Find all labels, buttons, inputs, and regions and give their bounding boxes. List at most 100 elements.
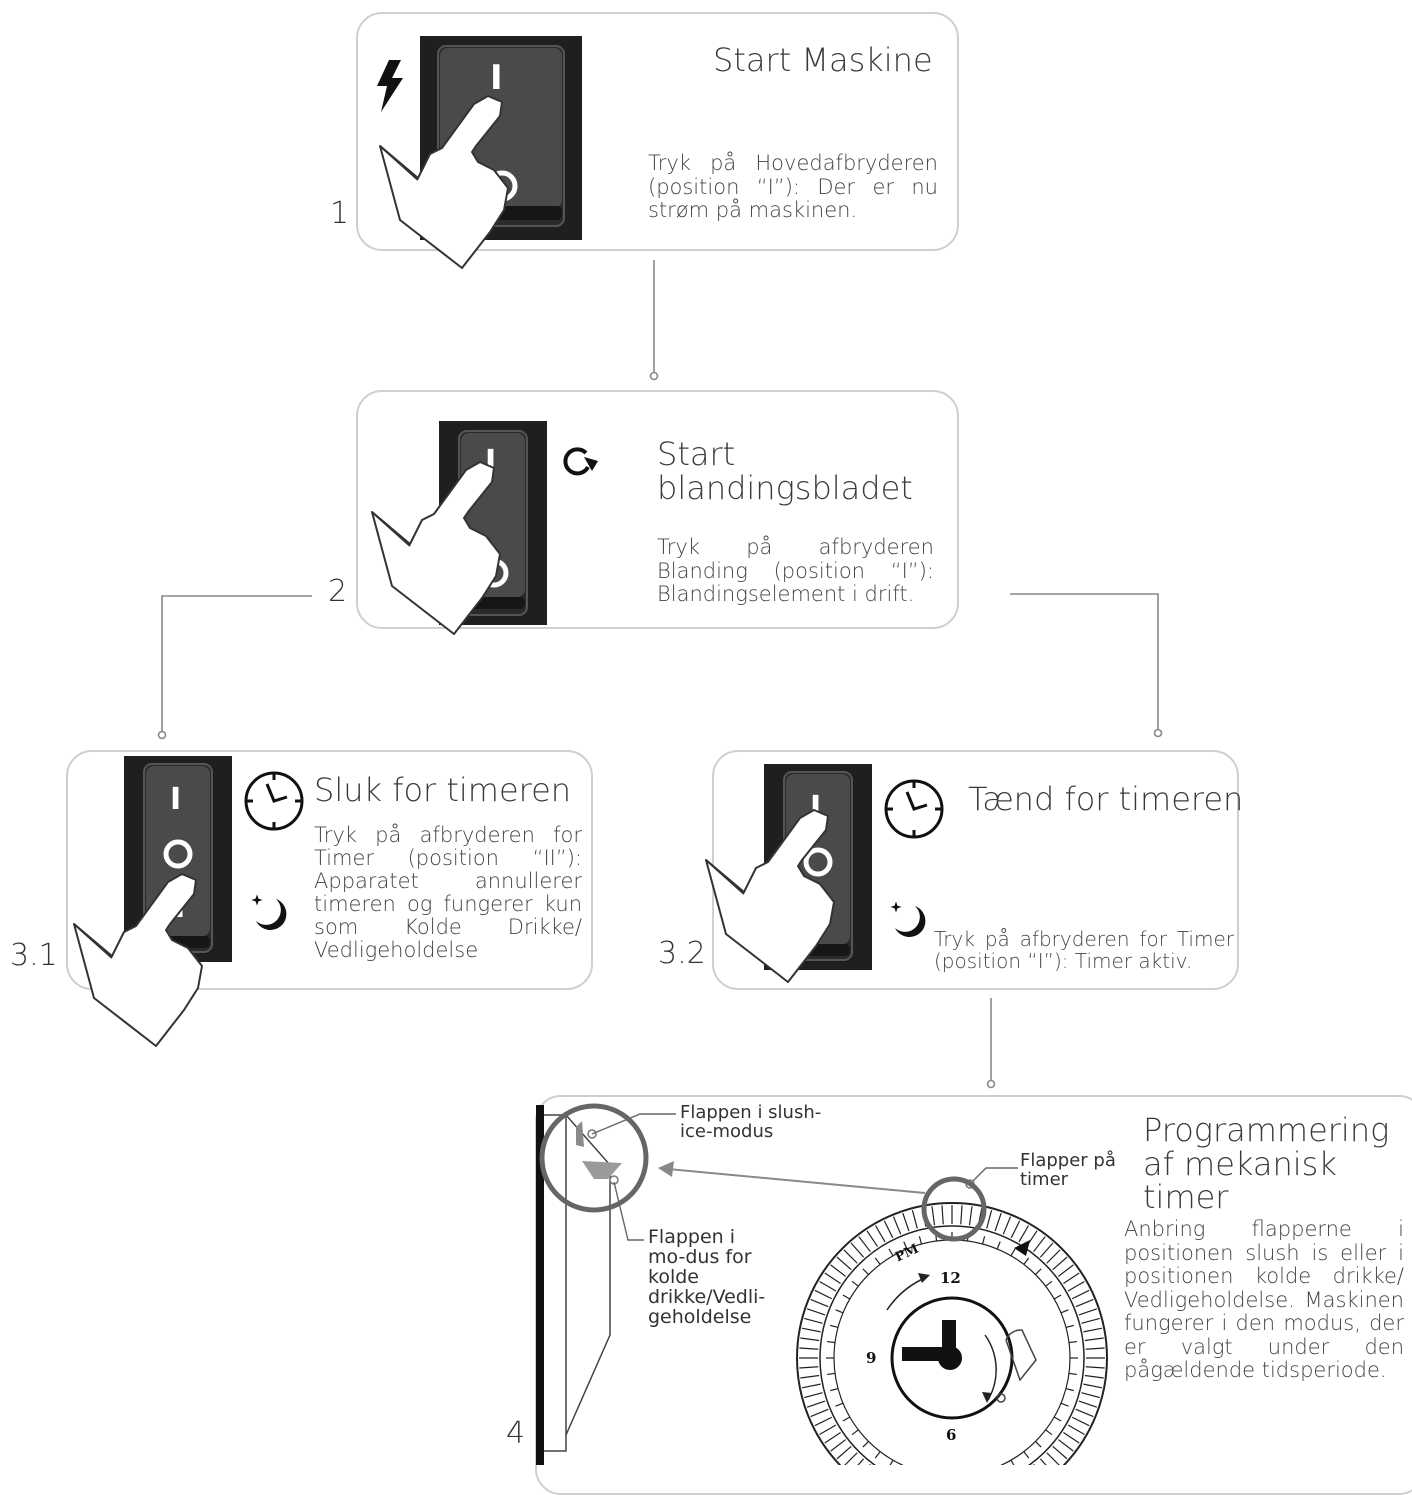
switch-3-1-on-symbol: I [170, 782, 182, 817]
dial-tooth [1019, 1474, 1029, 1490]
clock-icon-3-2 [884, 779, 944, 839]
dial-tick [1060, 1402, 1069, 1407]
dial-tooth [836, 1445, 852, 1460]
dial-tooth [843, 1249, 858, 1264]
dial-tick [983, 1472, 985, 1480]
callout-flap-slush: Flappen i slush-ice-modus [680, 1102, 822, 1142]
dial-tick [851, 1429, 859, 1436]
dial-tooth [960, 1205, 963, 1225]
dial-tick [1045, 1280, 1053, 1287]
dial-tick [830, 1324, 839, 1329]
timer-side-view [536, 1103, 649, 1465]
dial-tooth [1085, 1366, 1105, 1369]
step-3-1-title: Sluk for timeren [314, 771, 572, 809]
dial-tick [1053, 1416, 1062, 1422]
step-1-title: Start Maskine [713, 41, 933, 79]
dial-tooth [1071, 1416, 1090, 1427]
dial-tick [997, 1467, 1000, 1474]
dial-number-12: 12 [940, 1269, 961, 1287]
dial-tooth [801, 1383, 821, 1389]
dial-tick [874, 1451, 881, 1459]
dial-tooth [1033, 1463, 1035, 1465]
dial-tick [904, 1467, 907, 1474]
switch-3-2-off-symbol [803, 847, 833, 877]
dial-tick [888, 1248, 894, 1257]
dial-tooth [800, 1374, 820, 1379]
dial-tooth [819, 1424, 837, 1436]
hand-icon-2 [371, 461, 501, 635]
arrow-to-side-view [658, 1161, 926, 1194]
dial-tick [1045, 1429, 1053, 1436]
dial-tooth [806, 1400, 826, 1408]
dial-tick [919, 1472, 921, 1480]
dial-tick [1010, 1248, 1016, 1257]
dial-tooth [1002, 1216, 1012, 1235]
dial-tooth [824, 1431, 841, 1444]
dial-tick [1060, 1309, 1069, 1314]
dial-tooth [830, 1439, 847, 1452]
hand-icon-1 [379, 95, 509, 269]
dial-tooth [810, 1408, 829, 1418]
clock-icon-3-1 [244, 771, 304, 831]
dial-tick [842, 1416, 851, 1422]
dial-tick [1065, 1324, 1074, 1329]
step-4-body: Anbring flapperne i positionen slush is … [1124, 1217, 1404, 1383]
moon-icon-3-2 [890, 901, 926, 937]
dial-tooth [1084, 1337, 1104, 1342]
dial-tooth [1039, 1458, 1047, 1465]
dial-tooth [806, 1308, 826, 1316]
hand-icon-3-2 [705, 809, 835, 983]
dial-tick [1023, 1257, 1030, 1265]
dial-tooth [814, 1416, 833, 1427]
dial-tooth [857, 1458, 865, 1465]
dial-tick [918, 1236, 923, 1245]
dial-tooth [1067, 1424, 1085, 1436]
dial-tooth [814, 1289, 833, 1300]
dial-tooth [810, 1298, 829, 1308]
dial-tooth [804, 1392, 823, 1399]
dial-tick [981, 1236, 986, 1245]
dial-tick [1068, 1340, 1078, 1344]
dial-tooth [1033, 1236, 1046, 1253]
dial-tooth [800, 1337, 820, 1342]
step-3-1-number: 3.1 [10, 938, 58, 973]
dial-tooth [1084, 1374, 1104, 1379]
dial-tick [851, 1280, 859, 1287]
step-1-number: 1 [330, 196, 350, 231]
dial-tooth [931, 1206, 936, 1226]
dial-tooth [1081, 1392, 1100, 1399]
step-3-2-number: 3.2 [658, 936, 706, 971]
dial-tick [862, 1268, 869, 1275]
dial-tooth [941, 1205, 944, 1225]
dial-tick [835, 1309, 844, 1314]
dial-tick [967, 1475, 968, 1483]
dial-tick [903, 1241, 908, 1250]
dial-tooth [968, 1206, 973, 1226]
dial-tooth [869, 1463, 871, 1465]
step-2-body: Tryk på afbryderen Blanding (position “I… [657, 535, 934, 607]
dial-tooth [1085, 1347, 1105, 1350]
dial-tooth [1071, 1289, 1090, 1300]
step-3-2-title: Tænd for timeren [968, 780, 1244, 818]
dial-tooth [1039, 1242, 1054, 1258]
moon-icon-3-1 [251, 894, 287, 930]
dial-tooth [892, 1216, 902, 1235]
dial-tick [1035, 1268, 1042, 1275]
dial-tooth [850, 1242, 865, 1258]
switch-2-on-symbol: I [485, 444, 497, 479]
dial-tick [826, 1372, 836, 1376]
dial-tick [996, 1241, 1001, 1250]
dial-tick [830, 1387, 839, 1392]
dial-tooth [844, 1452, 858, 1465]
dial-tooth [799, 1347, 819, 1350]
step-3-1-body: Tryk på afbryderen for Timer (position “… [314, 823, 582, 963]
dial-tooth [1052, 1445, 1068, 1460]
dial-tick [862, 1441, 869, 1448]
dial-tooth [1078, 1400, 1098, 1408]
dial-tick [1035, 1441, 1042, 1448]
dial-tick [889, 1459, 894, 1465]
dial-tooth [836, 1256, 852, 1271]
step-3-2-body: Tryk på afbryderen for Timer (position “… [934, 927, 1234, 974]
dial-tooth [1067, 1280, 1085, 1292]
dial-tooth [1081, 1317, 1100, 1324]
